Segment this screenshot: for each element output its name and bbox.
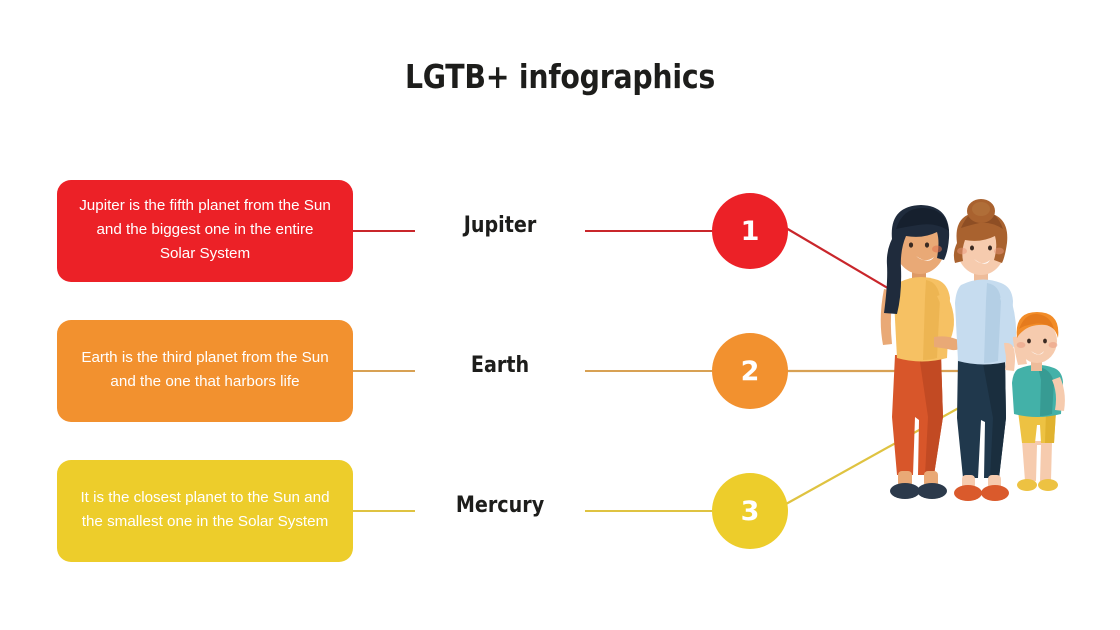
connector-box-to-label <box>353 370 415 372</box>
description-box-mercury[interactable]: It is the closest planet to the Sun and … <box>57 460 353 562</box>
planet-label-mercury: Mercury <box>455 493 545 518</box>
planet-label-earth: Earth <box>470 353 530 378</box>
planet-label-jupiter: Jupiter <box>463 213 537 238</box>
connector-label-to-circle <box>585 370 720 372</box>
step-number: 2 <box>740 355 760 387</box>
step-circle-3[interactable]: 3 <box>712 473 788 549</box>
description-text: Earth is the third planet from the Sun a… <box>81 349 329 390</box>
description-box-jupiter[interactable]: Jupiter is the fifth planet from the Sun… <box>57 180 353 282</box>
step-circle-1[interactable]: 1 <box>712 193 788 269</box>
woman-auburn-hair-figure <box>953 199 1017 501</box>
woman-dark-hair-figure <box>880 205 962 499</box>
connector-box-to-label <box>353 510 415 512</box>
description-text: It is the closest planet to the Sun and … <box>80 489 330 530</box>
two-mothers-and-child-illustration <box>880 199 1065 501</box>
step-number: 1 <box>740 215 760 247</box>
step-circle-2[interactable]: 2 <box>712 333 788 409</box>
child-orange-hair-figure <box>1012 312 1065 491</box>
connector-label-to-circle <box>585 230 720 232</box>
page-title: LGTB+ infographics <box>404 57 716 96</box>
connector-label-to-circle <box>585 510 720 512</box>
description-box-earth[interactable]: Earth is the third planet from the Sun a… <box>57 320 353 422</box>
description-text: Jupiter is the fifth planet from the Sun… <box>79 197 331 262</box>
step-number: 3 <box>740 495 760 527</box>
connector-box-to-label <box>353 230 415 232</box>
